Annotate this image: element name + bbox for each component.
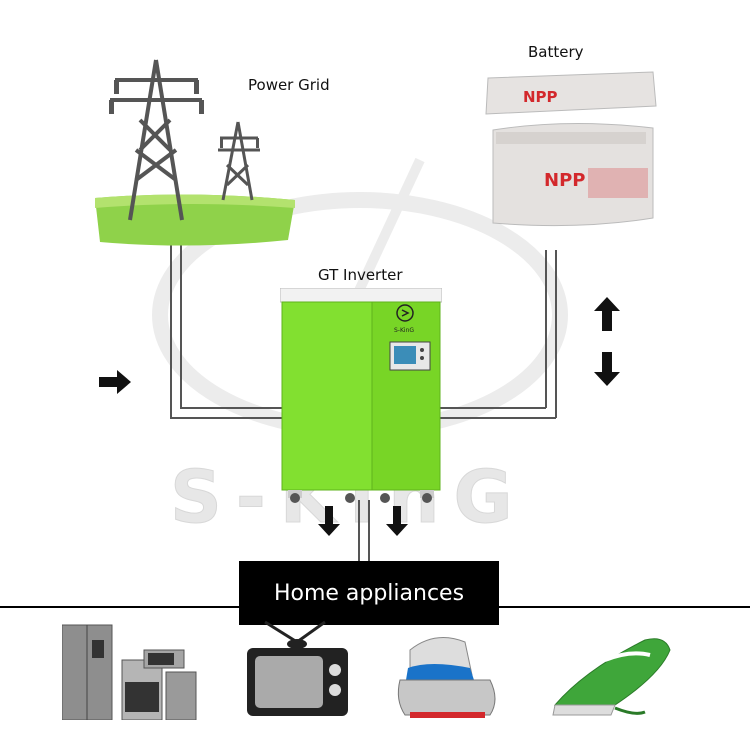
television-icon	[247, 620, 348, 716]
inverter-logo-text: S-KinG	[394, 327, 414, 334]
battery-brand-front: NPP	[544, 170, 585, 191]
steam-iron-icon	[397, 637, 496, 718]
arrow-down-output-right-icon	[386, 506, 408, 536]
wire-home-left	[358, 500, 360, 562]
home-appliances-box: Home appliances	[239, 561, 499, 625]
power-grid-label: Power Grid	[248, 76, 330, 94]
arrow-down-output-left-icon	[318, 506, 340, 536]
arrow-up-icon	[594, 297, 620, 331]
battery-illustration: NPP NPP	[485, 71, 657, 227]
kitchen-appliances-icon	[62, 624, 197, 720]
battery-brand-top: NPP	[523, 88, 558, 106]
inverter-label: GT Inverter	[318, 266, 403, 284]
wire-battery-bottom-outer	[440, 417, 556, 419]
arrow-right-icon	[99, 370, 131, 394]
wire-grid-inner	[180, 240, 182, 408]
battery-label: Battery	[528, 43, 584, 61]
wire-grid-left	[170, 240, 172, 418]
wire-grid-bottom-outer	[170, 417, 282, 419]
wire-grid-bottom-inner	[180, 407, 282, 409]
green-iron-icon	[552, 638, 671, 716]
inverter-cabinet: S-KinG	[280, 288, 442, 503]
wire-battery-inner	[545, 250, 547, 408]
wire-battery-right	[555, 250, 557, 418]
wire-home-right	[368, 500, 370, 562]
wire-battery-bottom-inner	[440, 407, 546, 409]
arrow-down-icon	[594, 352, 620, 386]
power-grid-illustration	[95, 59, 295, 246]
